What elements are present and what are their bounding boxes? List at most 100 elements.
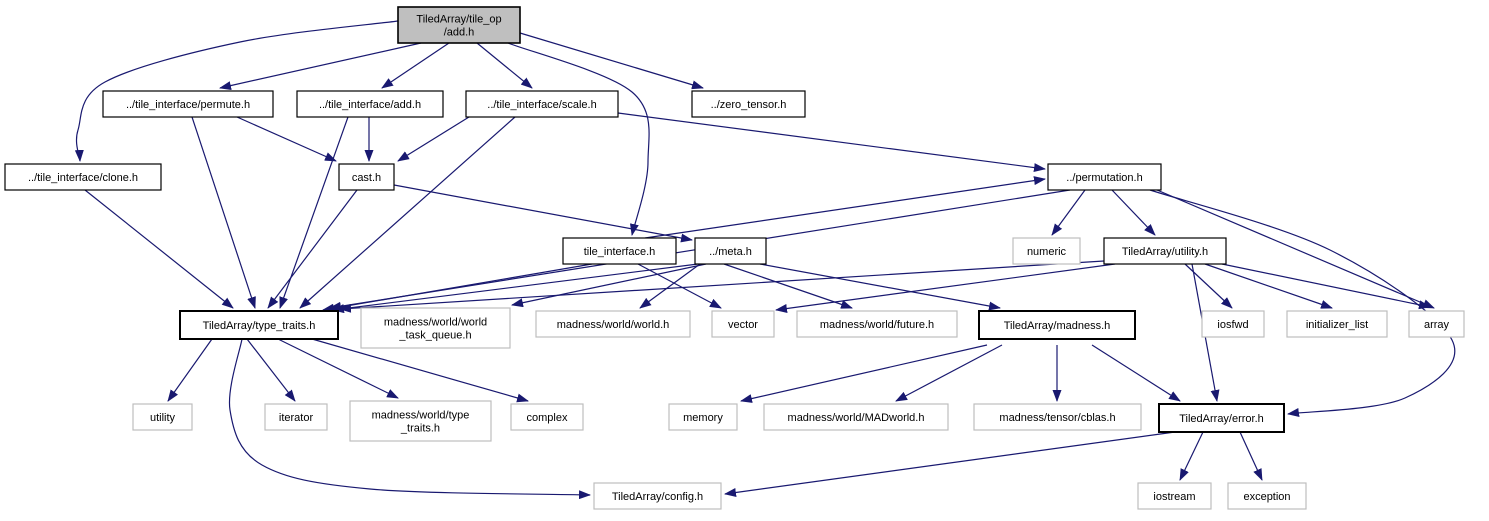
edge-scale-to-permutation xyxy=(617,112,1046,173)
edge-permutation-to-numeric xyxy=(1051,189,1086,236)
node-box-error xyxy=(1158,403,1285,433)
node-box-clone xyxy=(4,163,162,191)
edge-error-to-config xyxy=(724,431,1176,497)
node-label-numeric-0: numeric xyxy=(1027,246,1067,258)
node-box-permutation xyxy=(1047,163,1162,191)
node-mw_tt[interactable]: madness/world/type_traits.h xyxy=(349,400,492,442)
node-label-memory-0: memory xyxy=(683,412,723,424)
edge-scale-to-type_traits xyxy=(299,116,516,309)
node-future[interactable]: madness/world/future.h xyxy=(796,310,958,338)
node-iostream[interactable]: iostream xyxy=(1137,482,1212,510)
node-complex[interactable]: complex xyxy=(510,403,584,431)
node-iosfwd[interactable]: iosfwd xyxy=(1201,310,1265,338)
node-label-addh-0: ../tile_interface/add.h xyxy=(319,99,421,111)
edge-cast-to-meta xyxy=(393,184,693,243)
node-box-cast xyxy=(338,163,395,191)
node-label-config-0: TiledArray/config.h xyxy=(612,491,703,503)
node-box-madworld xyxy=(763,403,949,431)
edge-permutation-to-array xyxy=(1156,189,1435,309)
node-label-future-0: madness/world/future.h xyxy=(820,319,934,331)
node-zero[interactable]: ../zero_tensor.h xyxy=(691,90,806,118)
edge-utility_ta-to-array xyxy=(1221,263,1431,310)
edge-root-to-scale xyxy=(476,42,533,89)
node-clone[interactable]: ../tile_interface/clone.h xyxy=(4,163,162,191)
node-label-cast-0: cast.h xyxy=(352,172,381,184)
edge-meta-to-world xyxy=(639,263,701,309)
edge-clone-to-type_traits xyxy=(84,189,234,309)
edge-permute-to-cast xyxy=(236,116,337,162)
node-box-scale xyxy=(465,90,619,118)
edge-tileif-to-permutation xyxy=(644,176,1046,239)
node-label-mw_tt-1: _traits.h xyxy=(400,423,440,435)
node-box-iosfwd xyxy=(1201,310,1265,338)
node-memory[interactable]: memory xyxy=(668,403,738,431)
node-addh[interactable]: ../tile_interface/add.h xyxy=(296,90,444,118)
node-initlist[interactable]: initializer_list xyxy=(1286,310,1388,338)
node-label-utility_ta-0: TiledArray/utility.h xyxy=(1122,246,1208,258)
edge-root-to-clone xyxy=(74,20,399,162)
node-cblas[interactable]: madness/tensor/cblas.h xyxy=(973,403,1142,431)
node-label-cblas-0: madness/tensor/cblas.h xyxy=(999,412,1115,424)
node-permute[interactable]: ../tile_interface/permute.h xyxy=(102,90,274,118)
edge-meta-to-madness xyxy=(759,263,1001,311)
node-label-iostream-0: iostream xyxy=(1153,491,1195,503)
node-config[interactable]: TiledArray/config.h xyxy=(593,482,722,510)
node-label-madworld-0: madness/world/MADworld.h xyxy=(788,412,925,424)
edge-madness-to-error xyxy=(1091,344,1181,402)
node-vector[interactable]: vector xyxy=(711,310,775,338)
node-box-array xyxy=(1408,310,1465,338)
node-label-wtq-1: _task_queue.h xyxy=(398,330,471,342)
node-label-meta-0: ../meta.h xyxy=(709,246,752,258)
node-cast[interactable]: cast.h xyxy=(338,163,395,191)
node-world[interactable]: madness/world/world.h xyxy=(535,310,691,338)
node-box-addh xyxy=(296,90,444,118)
edge-meta-to-type_traits xyxy=(332,263,699,314)
edge-root-to-addh xyxy=(381,42,450,89)
node-box-madness xyxy=(978,310,1136,340)
node-root[interactable]: TiledArray/tile_op/add.h xyxy=(397,6,521,44)
node-label-vector-0: vector xyxy=(728,319,758,331)
node-label-scale-0: ../tile_interface/scale.h xyxy=(487,99,596,111)
edge-utility_ta-to-initlist xyxy=(1204,263,1333,309)
node-madness[interactable]: TiledArray/madness.h xyxy=(978,310,1136,340)
node-label-error-0: TiledArray/error.h xyxy=(1179,413,1264,425)
node-numeric[interactable]: numeric xyxy=(1012,237,1081,265)
node-box-wtq xyxy=(360,307,511,349)
edge-tileif-to-vector xyxy=(637,263,722,309)
node-meta[interactable]: ../meta.h xyxy=(694,237,767,265)
node-utility_ta[interactable]: TiledArray/utility.h xyxy=(1103,237,1227,265)
edge-utility_ta-to-vector xyxy=(775,263,1116,313)
node-box-memory xyxy=(668,403,738,431)
node-iterator[interactable]: iterator xyxy=(264,403,328,431)
node-box-complex xyxy=(510,403,584,431)
edge-type_traits-to-config xyxy=(228,338,591,500)
node-scale[interactable]: ../tile_interface/scale.h xyxy=(465,90,619,118)
node-box-meta xyxy=(694,237,767,265)
node-box-zero xyxy=(691,90,806,118)
node-utility_std[interactable]: utility xyxy=(132,403,193,431)
node-exception[interactable]: exception xyxy=(1227,482,1307,510)
node-box-exception xyxy=(1227,482,1307,510)
edge-error-to-exception xyxy=(1239,431,1263,481)
node-box-future xyxy=(796,310,958,338)
node-box-permute xyxy=(102,90,274,118)
edge-madness-to-memory xyxy=(740,344,988,403)
edge-utility_ta-to-type_traits xyxy=(339,260,1105,313)
node-layer: TiledArray/tile_op/add.h ../tile_interfac… xyxy=(4,6,1465,510)
node-label-initlist-0: initializer_list xyxy=(1306,319,1368,331)
node-box-utility_ta xyxy=(1103,237,1227,265)
node-box-numeric xyxy=(1012,237,1081,265)
node-error[interactable]: TiledArray/error.h xyxy=(1158,403,1285,433)
node-tileif[interactable]: tile_interface.h xyxy=(562,237,677,265)
edge-scale-to-cast xyxy=(397,116,470,162)
node-permutation[interactable]: ../permutation.h xyxy=(1047,163,1162,191)
node-type_traits[interactable]: TiledArray/type_traits.h xyxy=(179,310,339,340)
node-label-mw_tt-0: madness/world/type xyxy=(372,410,470,422)
node-label-complex-0: complex xyxy=(527,412,568,424)
node-array[interactable]: array xyxy=(1408,310,1465,338)
node-madworld[interactable]: madness/world/MADworld.h xyxy=(763,403,949,431)
node-wtq[interactable]: madness/world/world_task_queue.h xyxy=(360,307,511,349)
edge-madness-to-madworld xyxy=(895,344,1003,402)
edge-type_traits-to-iterator xyxy=(246,338,296,402)
node-box-utility_std xyxy=(132,403,193,431)
